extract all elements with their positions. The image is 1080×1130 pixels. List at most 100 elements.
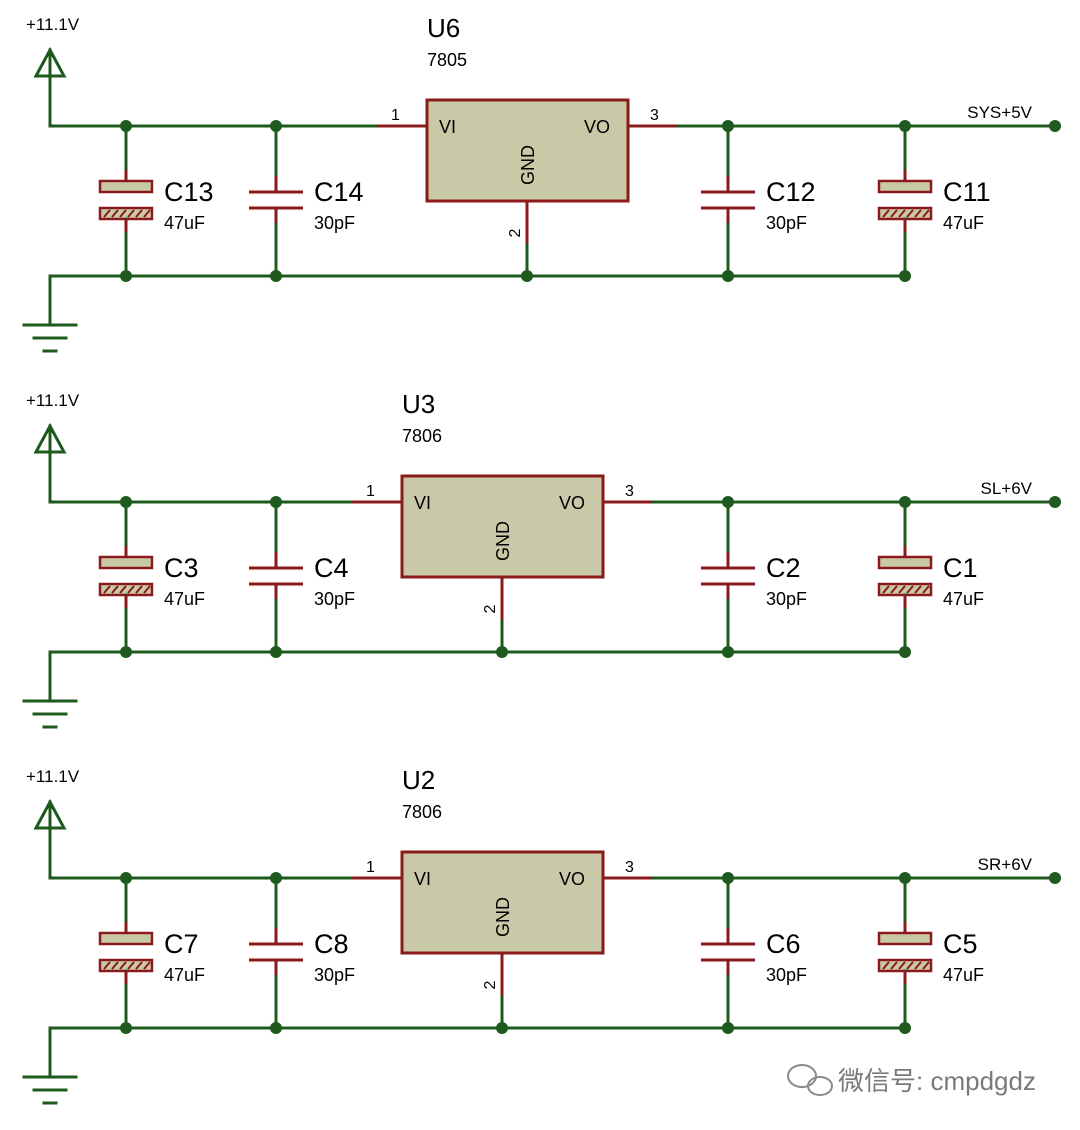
supply-label: +11.1V — [26, 15, 80, 34]
cap-hatch-line — [119, 209, 127, 218]
cap-ref: C2 — [766, 553, 801, 583]
pin-number-in: 1 — [366, 483, 375, 500]
cap-hatch-line — [882, 585, 890, 594]
junction-dot — [496, 1022, 508, 1034]
regulator-label-gnd: GND — [493, 897, 513, 937]
cap-hatch-line — [119, 585, 127, 594]
regulator-body — [400, 474, 605, 579]
cap-hatch-line — [127, 209, 135, 218]
pin-number-gnd: 2 — [482, 604, 499, 613]
cap-hatch-line — [922, 585, 930, 594]
net-label: SR+6V — [978, 855, 1033, 874]
junction-dot — [1049, 120, 1061, 132]
cap-ref: C14 — [314, 177, 364, 207]
pin-number-out: 3 — [625, 483, 634, 500]
junction-dot — [270, 646, 282, 658]
cap-hatch-line — [914, 961, 922, 970]
cap-ref: C6 — [766, 929, 801, 959]
regulator-part: 7806 — [402, 802, 442, 822]
pin-number-out: 3 — [625, 859, 634, 876]
cap-ref: C4 — [314, 553, 349, 583]
cap-hatch-line — [898, 209, 906, 218]
cap-value: 30pF — [314, 589, 355, 609]
cap-ref: C11 — [943, 177, 991, 207]
net-label: SL+6V — [980, 479, 1032, 498]
cap-plate-positive — [877, 179, 933, 194]
junction-dot — [120, 872, 132, 884]
junction-dot — [722, 496, 734, 508]
cap-hatch-line — [135, 961, 143, 970]
wechat-icon-bubble — [807, 1076, 833, 1096]
junction-dot — [120, 270, 132, 282]
regulator-label-vo: VO — [584, 117, 610, 137]
cap-value: 47uF — [943, 589, 984, 609]
cap-hatch-line — [890, 209, 898, 218]
cap-hatch-line — [135, 209, 143, 218]
cap-hatch-line — [890, 961, 898, 970]
cap-hatch-line — [103, 209, 111, 218]
cap-value: 47uF — [164, 965, 205, 985]
wechat-icon — [787, 1064, 817, 1088]
regulator-label-vi: VI — [439, 117, 456, 137]
regulator-part: 7806 — [402, 426, 442, 446]
junction-dot — [899, 1022, 911, 1034]
net-label: SYS+5V — [967, 103, 1032, 122]
regulator-label-gnd: GND — [518, 145, 538, 185]
cap-hatch-line — [914, 209, 922, 218]
cap-hatch-line — [906, 209, 914, 218]
pin-number-gnd: 2 — [482, 980, 499, 989]
junction-dot — [270, 270, 282, 282]
regulator-label-gnd: GND — [493, 521, 513, 561]
junction-dot — [120, 1022, 132, 1034]
cap-hatch-line — [111, 961, 119, 970]
cap-hatch-line — [922, 961, 930, 970]
cap-hatch-line — [922, 209, 930, 218]
junction-dot — [120, 120, 132, 132]
junction-dot — [120, 496, 132, 508]
watermark: 微信号: cmpdgdz — [787, 1064, 1036, 1096]
cap-hatch-line — [882, 209, 890, 218]
cap-hatch-line — [119, 961, 127, 970]
cap-plate-positive — [877, 931, 933, 946]
cap-hatch-line — [898, 585, 906, 594]
junction-dot — [722, 120, 734, 132]
cap-plate-positive — [98, 555, 154, 570]
cap-value: 30pF — [766, 589, 807, 609]
junction-dot — [899, 872, 911, 884]
cap-ref: C8 — [314, 929, 349, 959]
junction-dot — [496, 646, 508, 658]
supply-label: +11.1V — [26, 391, 80, 410]
junction-dot — [899, 270, 911, 282]
junction-dot — [270, 120, 282, 132]
cap-hatch-line — [143, 585, 151, 594]
cap-ref: C1 — [943, 553, 978, 583]
regulator-label-vo: VO — [559, 493, 585, 513]
cap-value: 30pF — [314, 965, 355, 985]
cap-plate-positive — [98, 931, 154, 946]
cap-hatch-line — [906, 585, 914, 594]
junction-dot — [270, 872, 282, 884]
junction-dot — [1049, 496, 1061, 508]
cap-hatch-line — [890, 585, 898, 594]
cap-value: 47uF — [943, 965, 984, 985]
regulator-ref: U3 — [402, 389, 435, 419]
supply-label: +11.1V — [26, 767, 80, 786]
cap-ref: C13 — [164, 177, 214, 207]
cap-hatch-line — [882, 961, 890, 970]
regulator-part: 7805 — [427, 50, 467, 70]
cap-plate-positive — [877, 555, 933, 570]
cap-plate-positive — [98, 179, 154, 194]
cap-hatch-line — [906, 961, 914, 970]
cap-hatch-line — [103, 961, 111, 970]
cap-hatch-line — [127, 585, 135, 594]
cap-hatch-line — [135, 585, 143, 594]
cap-ref: C7 — [164, 929, 199, 959]
junction-dot — [722, 872, 734, 884]
cap-value: 47uF — [164, 213, 205, 233]
junction-dot — [270, 1022, 282, 1034]
cap-value: 30pF — [314, 213, 355, 233]
